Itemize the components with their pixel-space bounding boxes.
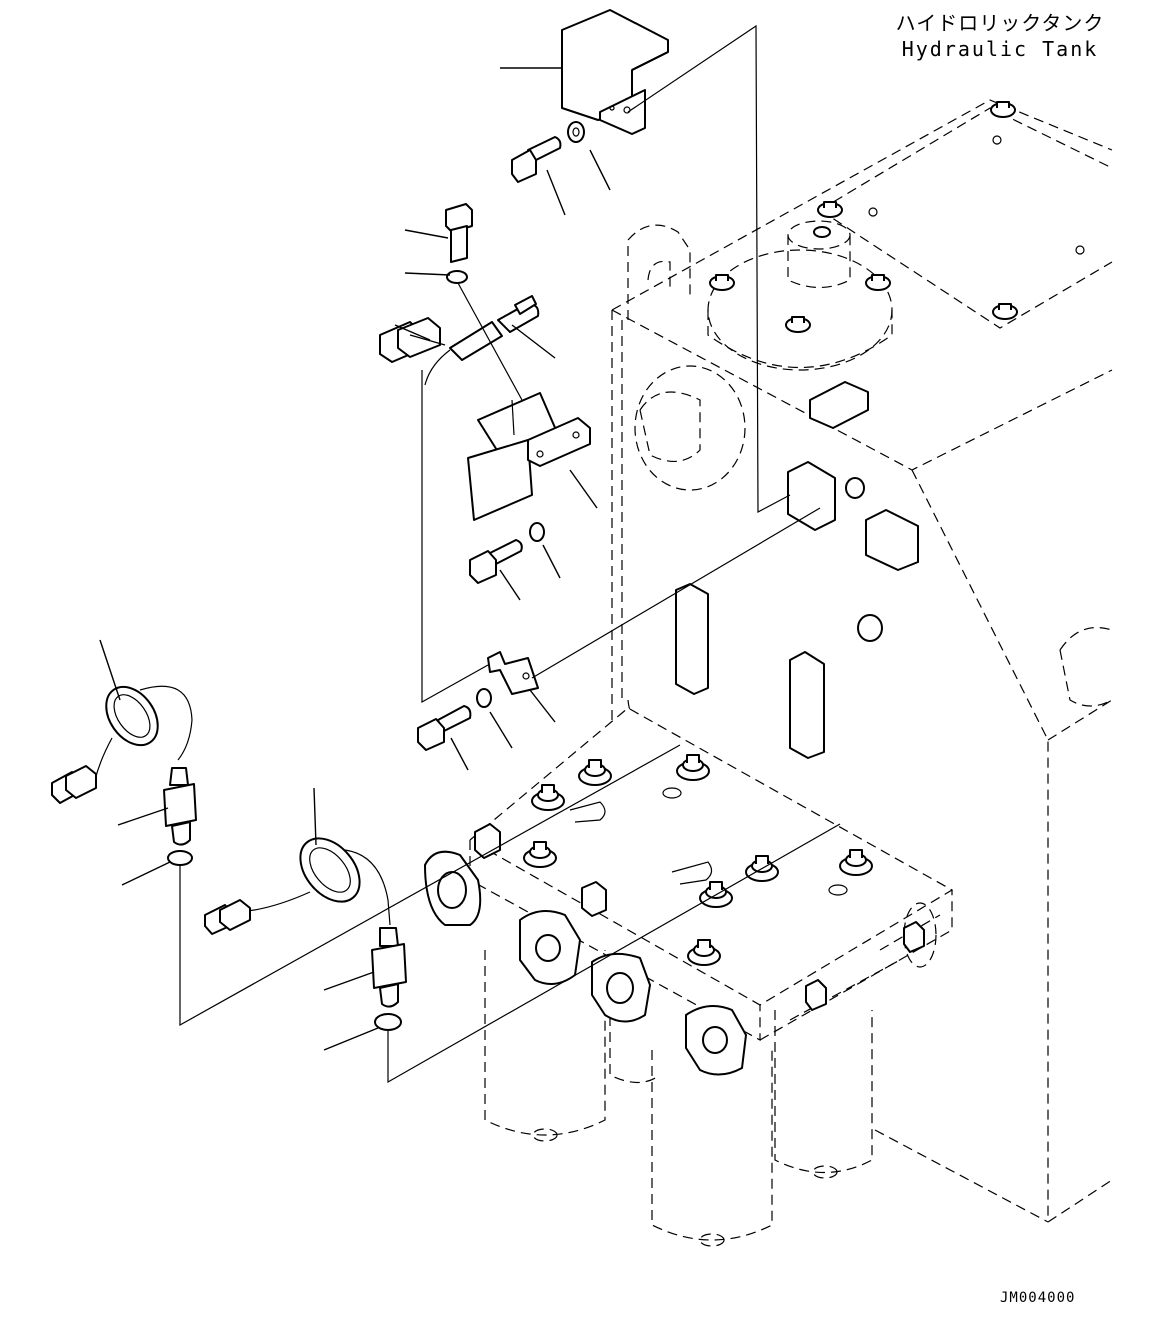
title-english: Hydraulic Tank: [901, 37, 1099, 61]
temperature-sensor-left: [51, 685, 197, 846]
temperature-sensor-center: [204, 837, 407, 1008]
lower-bolt: [417, 705, 472, 751]
bracket-washer: [567, 121, 585, 143]
left-oring: [167, 850, 193, 866]
sensor-clamp-plate: [467, 392, 591, 521]
center-oring: [374, 1013, 402, 1031]
diagram-title: ハイドロリックタンク Hydraulic Tank: [880, 10, 1120, 62]
valve-flanges: [424, 823, 925, 1076]
tank-cover-bolts: [709, 101, 1085, 333]
valve-block-bolts: [523, 754, 873, 966]
hydraulic-tank: [611, 99, 1113, 1223]
small-bracket: [487, 651, 539, 695]
upper-washer: [446, 270, 468, 284]
middle-washer: [529, 522, 545, 542]
sensor-cover-bracket: [561, 9, 669, 135]
temperature-sensor-upper: [379, 295, 540, 386]
middle-bolt: [469, 539, 523, 584]
upper-bolt: [445, 203, 473, 263]
leader-lines: [99, 67, 611, 1051]
title-japanese: ハイドロリックタンク: [895, 11, 1105, 35]
drawing-number: JM004000: [1000, 1290, 1076, 1306]
assembly-lines: [179, 24, 841, 1084]
lower-washer: [476, 688, 492, 708]
tank-mounting-blocks: [675, 381, 919, 759]
bracket-bolt: [511, 136, 562, 183]
